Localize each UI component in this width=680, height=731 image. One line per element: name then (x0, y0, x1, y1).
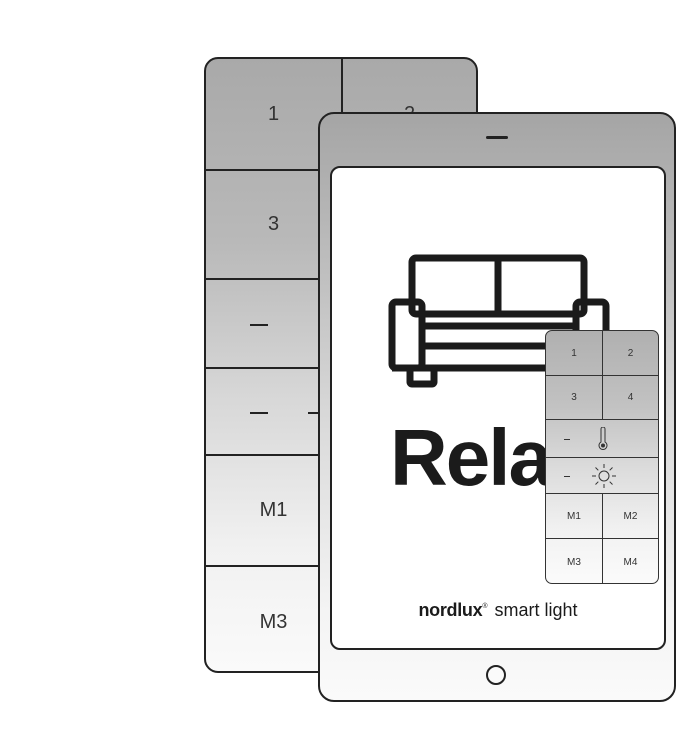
brand-logo: nordlux® smart light (332, 600, 664, 621)
mini-remote-brightness-row[interactable] (546, 458, 658, 494)
tablet-device: Rela nordlux® smart light 1 2 3 4 (318, 112, 676, 702)
minus-icon (250, 411, 268, 414)
mini-remote-button-2-label: 2 (627, 347, 634, 359)
thermometer-icon (598, 427, 608, 450)
home-button[interactable] (486, 665, 506, 685)
brand-name: nordlux (418, 600, 483, 620)
mini-remote-row-1: 1 2 (546, 331, 658, 376)
back-remote-button-m3-label: M3 (259, 610, 288, 633)
back-remote-button-3[interactable]: 3 (206, 171, 341, 278)
mini-remote-button-4[interactable]: 4 (602, 376, 658, 419)
mini-remote-control: 1 2 3 4 (545, 330, 659, 584)
back-remote-button-1[interactable]: 1 (206, 59, 341, 169)
scene-title: Rela (390, 413, 553, 502)
mini-remote-button-m2[interactable]: M2 (602, 494, 658, 538)
mini-remote-button-m1-label: M1 (567, 510, 581, 522)
mini-remote-button-1-label: 1 (571, 347, 577, 359)
back-remote-button-m1-label: M1 (259, 499, 288, 521)
brand-tagline: smart light (494, 600, 578, 620)
camera-icon (486, 136, 508, 139)
minus-icon (250, 323, 268, 326)
back-remote-button-1-label: 1 (267, 102, 280, 125)
mini-remote-row-6: M3 M4 (546, 539, 658, 583)
mini-remote-button-m4-label: M4 (623, 556, 638, 568)
back-remote-button-m3[interactable]: M3 (206, 567, 341, 671)
minus-icon (564, 475, 570, 477)
mini-remote-button-4-label: 4 (627, 392, 634, 403)
mini-remote-button-m4[interactable]: M4 (602, 539, 658, 583)
mini-remote-button-2[interactable]: 2 (602, 331, 658, 375)
brand-registered-mark: ® (482, 603, 488, 610)
mini-remote-button-m3[interactable]: M3 (546, 539, 602, 583)
mini-remote-button-3[interactable]: 3 (546, 376, 602, 419)
mini-remote-row-2: 3 4 (546, 376, 658, 420)
mini-remote-button-1[interactable]: 1 (546, 331, 602, 375)
sun-icon (592, 464, 616, 488)
tablet-screen: Rela nordlux® smart light 1 2 3 4 (330, 166, 666, 650)
mini-remote-temperature-row[interactable] (546, 420, 658, 458)
back-remote-button-3-label: 3 (267, 213, 280, 235)
mini-remote-row-5: M1 M2 (546, 494, 658, 539)
mini-remote-button-m2-label: M2 (623, 510, 638, 522)
back-remote-button-m1[interactable]: M1 (206, 456, 341, 565)
mini-remote-button-m1[interactable]: M1 (546, 494, 602, 538)
sun-icon (308, 411, 318, 414)
minus-icon (564, 438, 570, 440)
mini-remote-button-m3-label: M3 (567, 556, 581, 568)
mini-remote-button-3-label: 3 (571, 392, 577, 403)
